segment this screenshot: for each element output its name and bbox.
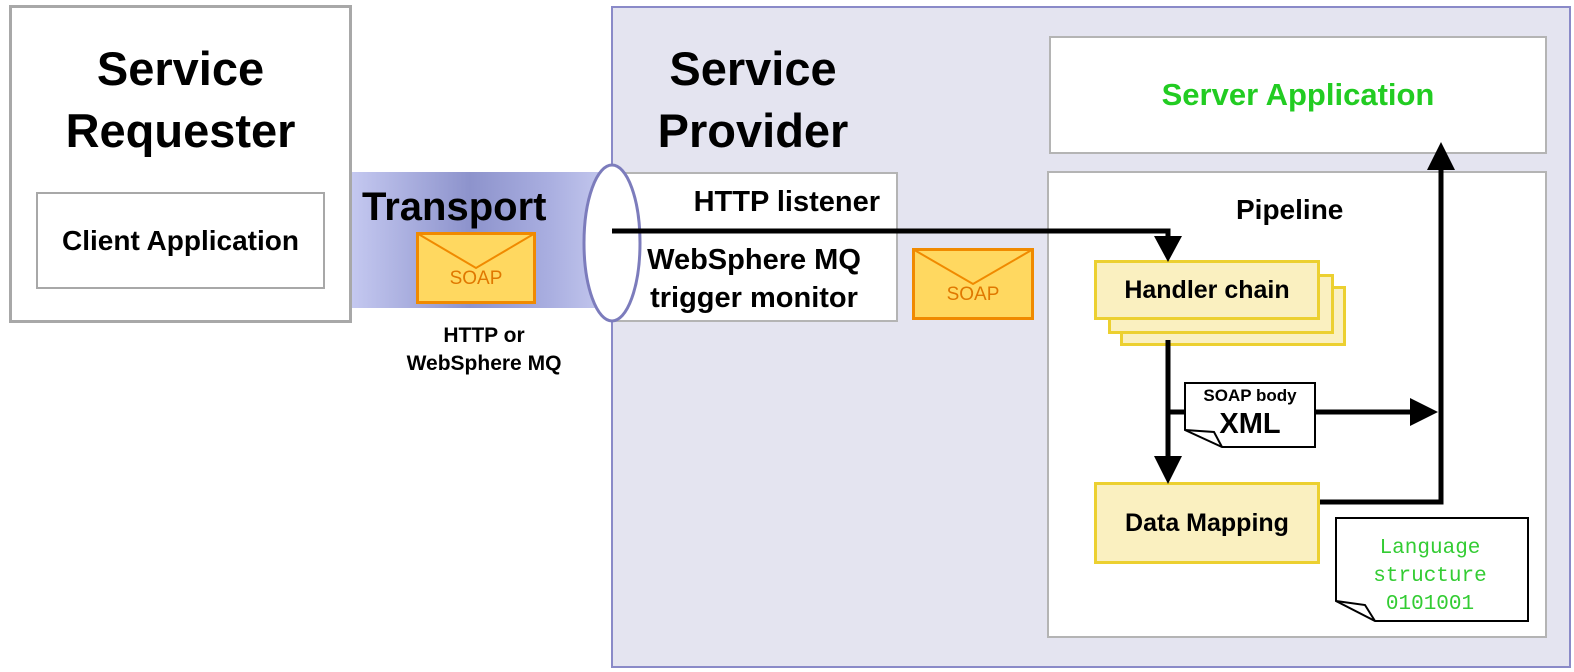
lang-line1: Language <box>1379 537 1481 560</box>
service-requester-title: Service Requester <box>9 38 352 162</box>
transport-soap-envelope-icon: SOAP <box>416 232 536 304</box>
client-application-box[interactable]: Client Application <box>36 192 325 289</box>
xml-branch-arrowhead <box>1410 398 1438 426</box>
transport-protocol: HTTP or WebSphere MQ <box>384 322 584 378</box>
mq-line2: trigger monitor <box>650 282 858 314</box>
requester-title-line1: Service <box>96 42 265 95</box>
lang-line3: 0101001 <box>1385 593 1475 616</box>
listener-to-handler-line <box>612 228 1171 244</box>
client-application-label: Client Application <box>62 224 299 256</box>
handler-chain-label: Handler chain <box>1124 275 1290 304</box>
http-listener-label: HTTP listener <box>693 186 880 218</box>
provider-title-line2: Provider <box>657 104 849 157</box>
listener-box <box>612 172 898 322</box>
transport-ellipse <box>582 163 642 323</box>
lang-line2: structure <box>1373 565 1487 588</box>
requester-title-line2: Requester <box>65 104 296 157</box>
provider-soap-envelope-icon: SOAP <box>912 248 1034 320</box>
data-mapping-box[interactable]: Data Mapping <box>1094 482 1320 564</box>
language-structure-document-icon: Language structure 0101001 <box>1335 517 1529 623</box>
provider-envelope-text: SOAP <box>946 284 1000 305</box>
mq-line1: WebSphere MQ <box>647 244 861 276</box>
service-provider-title: Service Provider <box>620 38 886 162</box>
data-mapping-label: Data Mapping <box>1125 508 1289 537</box>
xml-label: XML <box>1219 408 1281 440</box>
pipeline-label: Pipeline <box>1236 194 1344 225</box>
language-structure-text: Language structure 0101001 <box>1335 535 1525 619</box>
server-arrowhead <box>1427 142 1455 170</box>
server-application-box[interactable]: Server Application <box>1049 36 1547 154</box>
transport-label: Transport <box>362 185 547 229</box>
provider-title-line1: Service <box>669 42 837 95</box>
protocol-line2: WebSphere MQ <box>406 352 562 375</box>
mq-trigger-monitor-label: WebSphere MQ trigger monitor <box>612 241 896 317</box>
handler-chain-box[interactable]: Handler chain <box>1094 260 1320 320</box>
protocol-line1: HTTP or <box>443 324 525 347</box>
mapping-arrowhead <box>1154 456 1182 484</box>
soap-body-document-icon: SOAP body XML <box>1184 382 1316 450</box>
handler-arrowhead <box>1154 236 1182 262</box>
soap-body-label: SOAP body <box>1203 386 1297 405</box>
server-application-label: Server Application <box>1161 77 1435 112</box>
transport-envelope-text: SOAP <box>449 268 503 289</box>
mapping-to-server-line <box>1320 168 1444 505</box>
